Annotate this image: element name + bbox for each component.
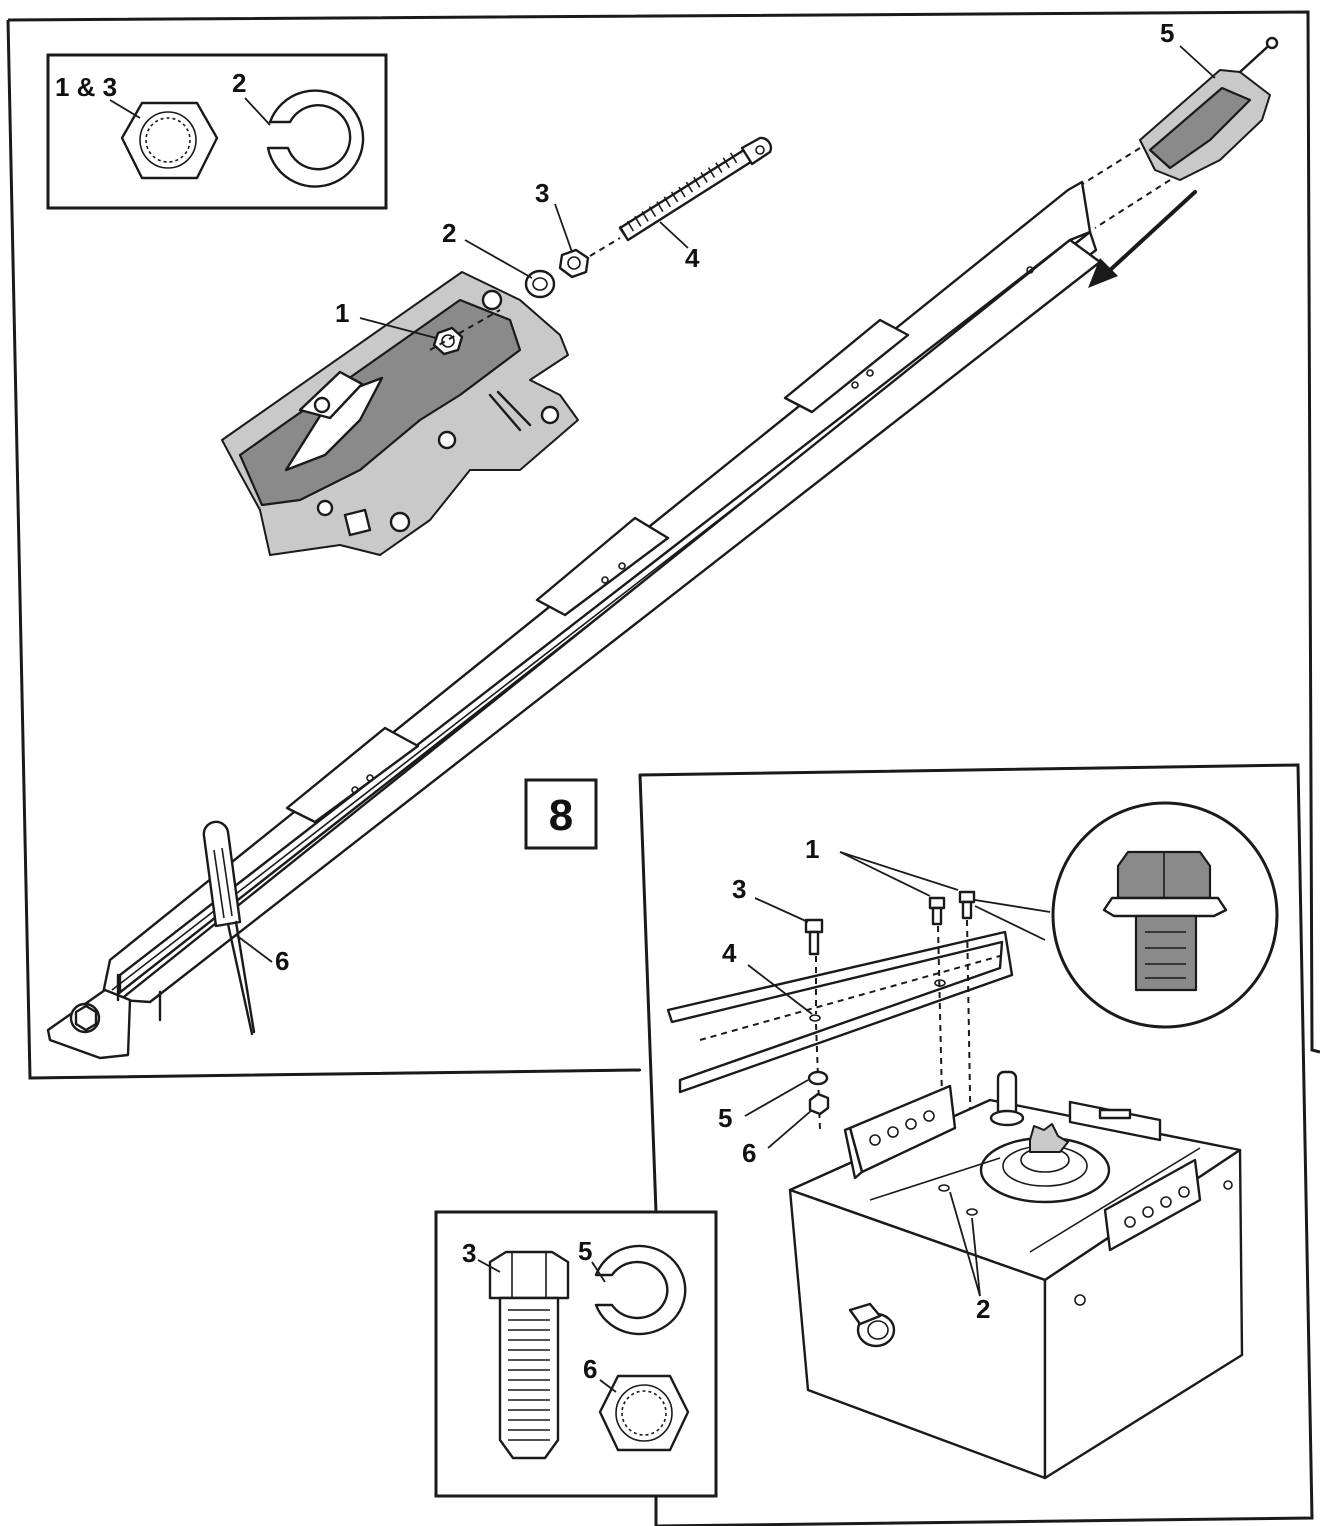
step-number: 8 (549, 791, 573, 840)
label-trolley-4: 4 (685, 243, 700, 273)
label-trolley-3: 3 (535, 178, 549, 208)
flange-bolt-callout (974, 801, 1279, 1029)
label-motor-5: 5 (718, 1103, 732, 1133)
screwdriver: 6 (202, 820, 289, 1036)
label-bottom-3: 3 (462, 1238, 476, 1268)
label-bottom-6: 6 (583, 1354, 597, 1384)
small-trolley: 5 (1059, 18, 1279, 288)
label-motor-6: 6 (742, 1138, 756, 1168)
trolley-hardware: 1 2 3 4 (335, 136, 772, 339)
motor-fasteners: 1 3 4 5 6 (718, 834, 976, 1211)
label-trolley-1: 1 (335, 298, 349, 328)
hex-nut-icon (120, 101, 219, 180)
inset-nut-washer: 1 & 3 2 (46, 53, 388, 210)
label-screwdriver-6: 6 (275, 946, 289, 976)
label-2-washer: 2 (232, 68, 246, 98)
label-motor-4: 4 (722, 938, 737, 968)
hex-nut-icon-2 (598, 1374, 690, 1452)
lock-washer-icon-2 (594, 1244, 687, 1336)
label-motor-3: 3 (732, 874, 746, 904)
motor-unit: 2 (788, 1070, 1244, 1480)
label-bottom-5: 5 (578, 1236, 592, 1266)
trolley-assembly (221, 271, 579, 556)
threaded-rod (618, 136, 772, 242)
hex-bolt-icon (488, 1250, 570, 1300)
label-motor-2: 2 (976, 1294, 990, 1324)
inset-bolt-washer-nut: 3 5 6 (434, 1210, 718, 1498)
rail-assembly (46, 180, 1102, 1060)
label-trolley-2: 2 (442, 218, 456, 248)
lock-washer-icon (266, 89, 365, 188)
label-trolley-5: 5 (1160, 18, 1174, 48)
label-1-and-3: 1 & 3 (55, 72, 117, 102)
label-motor-1: 1 (805, 834, 819, 864)
step-number-badge: 8 (524, 778, 598, 850)
